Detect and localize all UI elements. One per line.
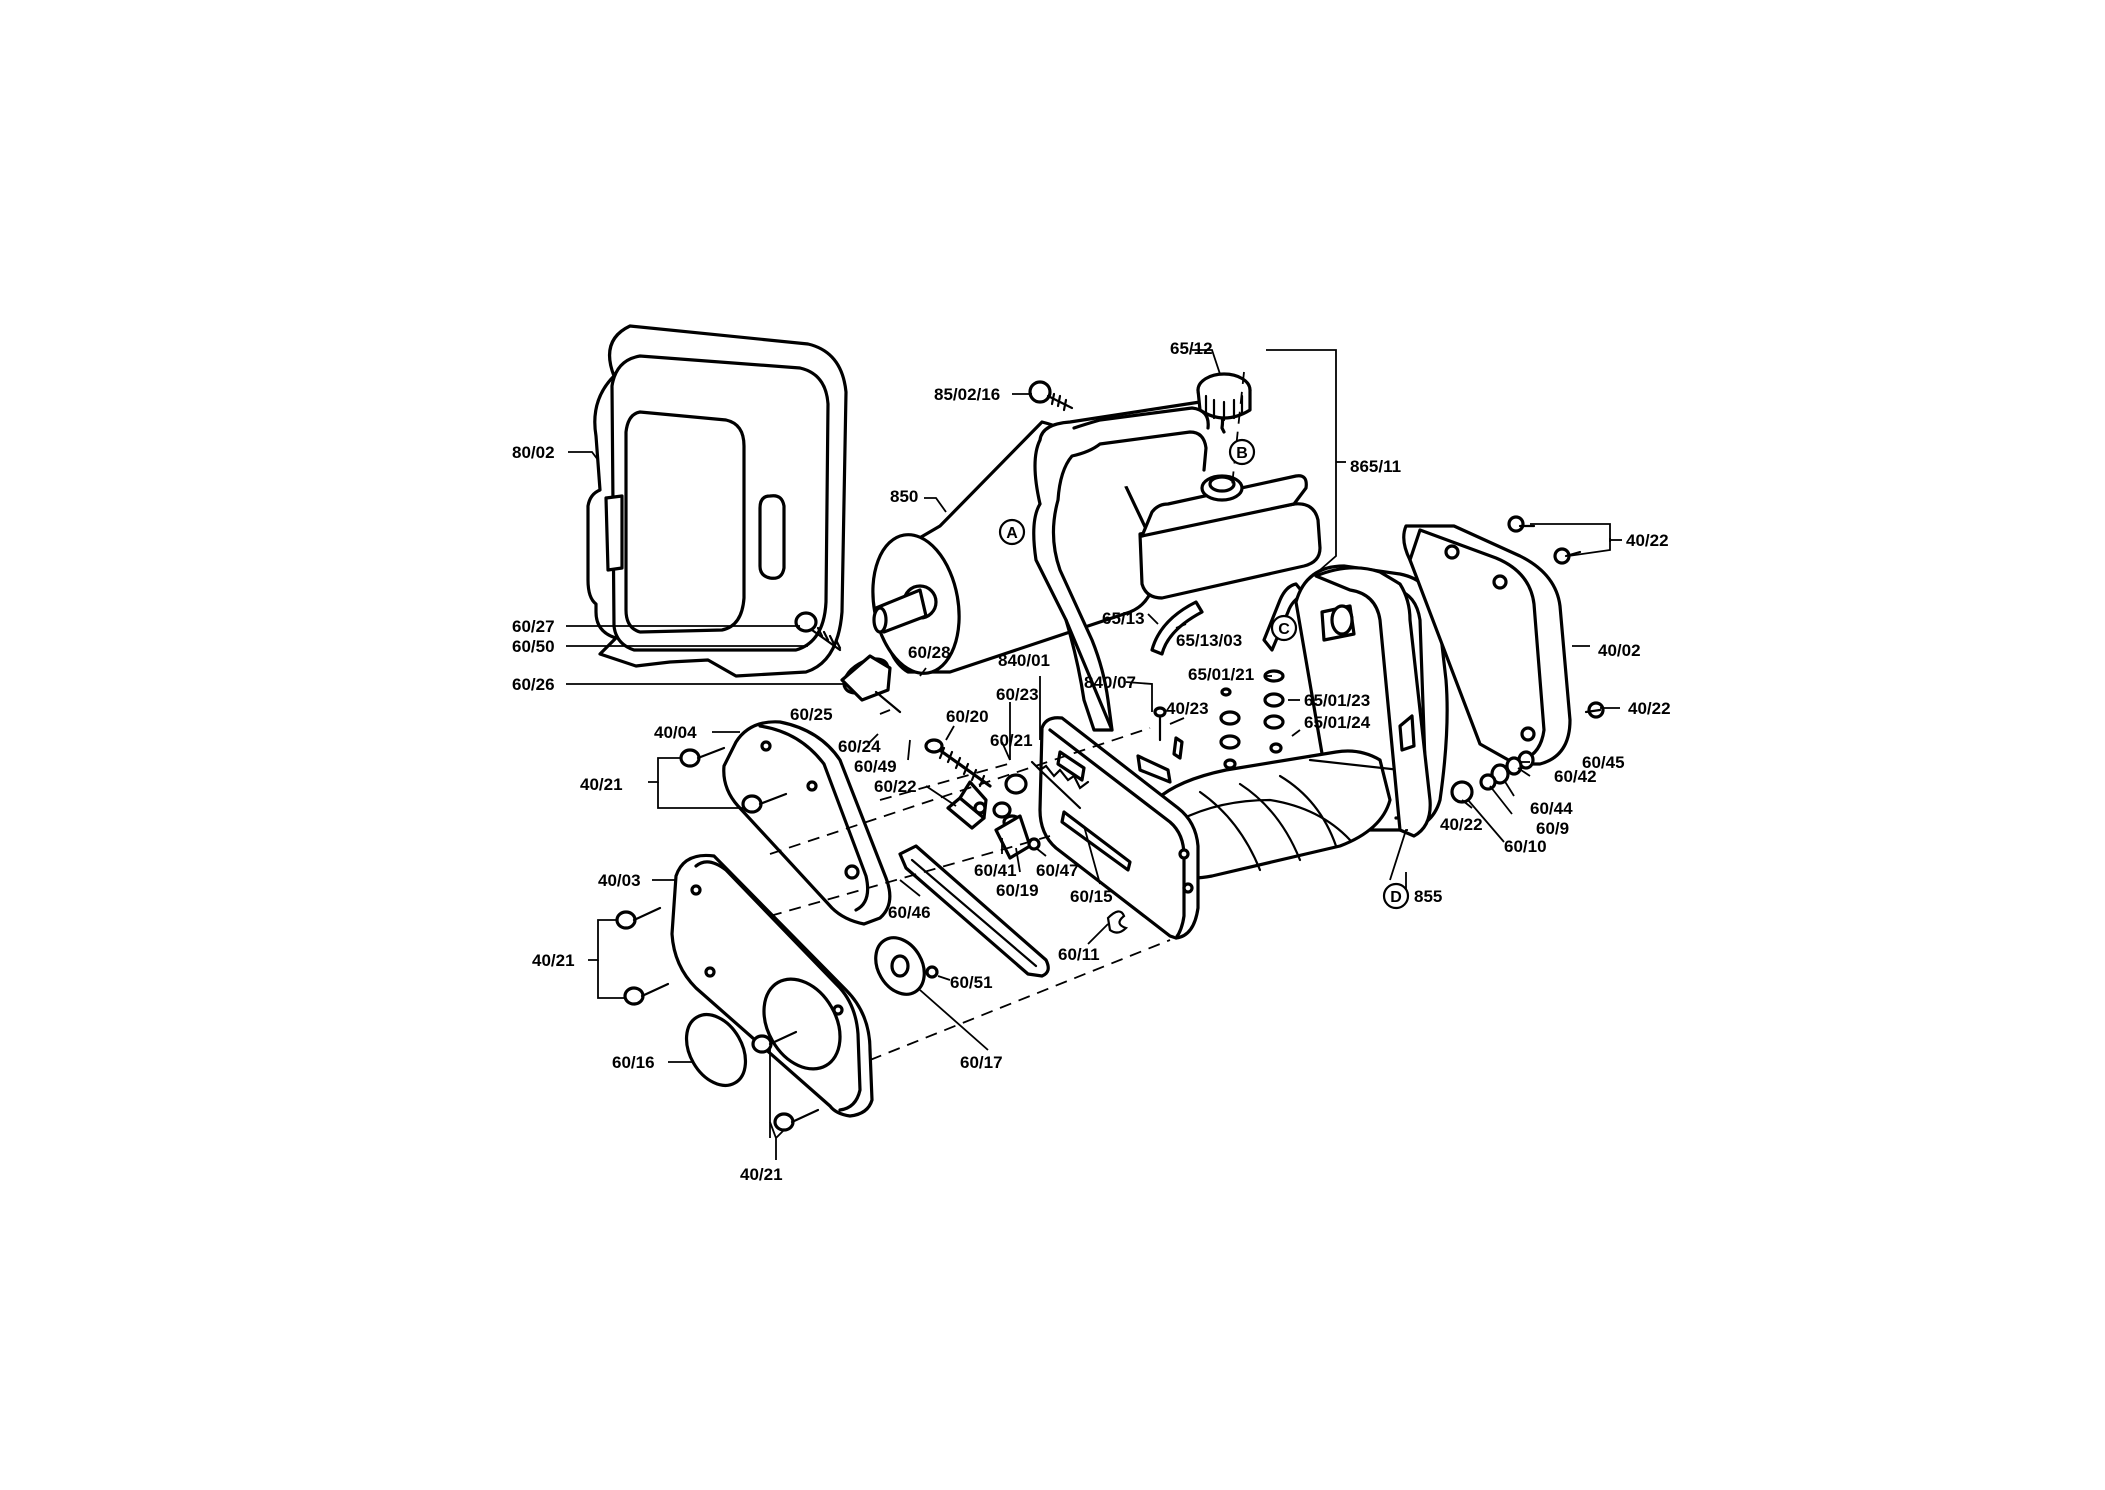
part-label: 60/47 <box>1036 861 1079 880</box>
assembly-dashed-lines <box>769 371 1245 1061</box>
part-label: 60/23 <box>996 685 1039 704</box>
tension-spring-part <box>1030 760 1090 810</box>
screw-40-22-mid-part <box>1584 701 1605 719</box>
part-label: 40/03 <box>598 871 641 890</box>
part-label: 865/11 <box>1350 457 1401 476</box>
screw-40-21-lower-part <box>615 906 820 1132</box>
part-label: 65/13/03 <box>1176 631 1242 650</box>
part-label: 40/22 <box>1626 531 1669 550</box>
part-label: 60/41 <box>974 861 1017 880</box>
grass-box-part <box>586 324 848 678</box>
part-labels: 80/02 85/02/16 65/12 865/11 850 40/22 40… <box>512 339 1671 1184</box>
right-frame-plate-part <box>1314 566 1432 838</box>
part-label: 65/01/23 <box>1304 691 1370 710</box>
part-label: 60/22 <box>874 777 917 796</box>
part-label: 60/24 <box>838 737 881 756</box>
side-cover-40-04-part <box>722 720 892 926</box>
part-label: 40/04 <box>654 723 697 742</box>
svg-text:C: C <box>1278 621 1290 638</box>
cap-60-16-part <box>684 1013 748 1087</box>
part-label: 60/26 <box>512 675 555 694</box>
fuel-tank-part <box>1138 474 1322 600</box>
marker-d: D <box>1382 882 1410 910</box>
bracket-840-07-part <box>1136 714 1184 784</box>
handle-frame-part <box>1032 400 1226 732</box>
part-label: 60/15 <box>1070 887 1113 906</box>
part-label: 40/22 <box>1628 699 1671 718</box>
part-label: 65/01/24 <box>1304 713 1371 732</box>
part-label: 60/25 <box>790 705 833 724</box>
small-spring-part <box>1106 910 1129 934</box>
nut-washer-group-part <box>992 773 1041 860</box>
part-label: 840/07 <box>1084 673 1136 692</box>
side-cover-right-part <box>1402 524 1572 766</box>
part-label: 60/27 <box>512 617 555 636</box>
star-knob-part <box>840 654 902 714</box>
part-label: 60/45 <box>1582 753 1625 772</box>
part-label: 40/21 <box>580 775 623 794</box>
part-label: 65/01/21 <box>1188 665 1254 684</box>
part-label: 40/02 <box>1598 641 1641 660</box>
bearing-washer-set-part <box>1450 750 1535 804</box>
part-label: 60/42 <box>1554 767 1597 786</box>
part-label: 40/21 <box>740 1165 783 1184</box>
side-plate-part <box>1038 716 1200 940</box>
part-label: 60/19 <box>996 881 1039 900</box>
part-label: 855 <box>1414 887 1442 906</box>
marker-b: B <box>1228 438 1256 466</box>
part-label: 60/11 <box>1058 945 1100 964</box>
part-label: 60/28 <box>908 643 951 662</box>
leader-lines <box>566 349 1622 1160</box>
part-label: 60/49 <box>854 757 897 776</box>
hex-bolt-part <box>1028 380 1074 412</box>
svg-text:D: D <box>1390 889 1402 906</box>
part-label: 80/02 <box>512 443 555 462</box>
part-label: 60/44 <box>1530 799 1573 818</box>
part-label: 850 <box>890 487 918 506</box>
part-label: 85/02/16 <box>934 385 1000 404</box>
side-cover-40-03-part <box>670 853 874 1118</box>
adjusting-bar-part <box>898 844 1050 978</box>
part-label: 40/21 <box>532 951 575 970</box>
svg-text:A: A <box>1006 525 1018 542</box>
part-label: 40/23 <box>1166 699 1209 718</box>
part-label: 60/21 <box>990 731 1033 750</box>
part-label: 60/46 <box>888 903 931 922</box>
bracket-60-22-part <box>946 780 988 830</box>
part-label: 60/9 <box>1536 819 1569 838</box>
part-label: 60/51 <box>950 973 993 992</box>
marker-a: A <box>998 518 1026 546</box>
part-label: 60/10 <box>1504 837 1547 856</box>
roller-part <box>871 420 1159 675</box>
svg-text:B: B <box>1236 445 1248 462</box>
part-label: 840/01 <box>998 651 1050 670</box>
threaded-rod-part <box>924 738 992 788</box>
part-label: 60/16 <box>612 1053 655 1072</box>
part-label: 60/50 <box>512 637 555 656</box>
disc-60-17-part <box>874 936 939 996</box>
marker-c: C <box>1270 614 1298 642</box>
part-label: 65/13 <box>1102 609 1145 628</box>
knob-screw-part <box>794 611 842 652</box>
part-label: 65/12 <box>1170 339 1213 358</box>
part-label: 60/20 <box>946 707 989 726</box>
part-label: 40/22 <box>1440 815 1483 834</box>
part-label: 60/17 <box>960 1053 1003 1072</box>
filler-cap-part <box>1196 372 1252 422</box>
